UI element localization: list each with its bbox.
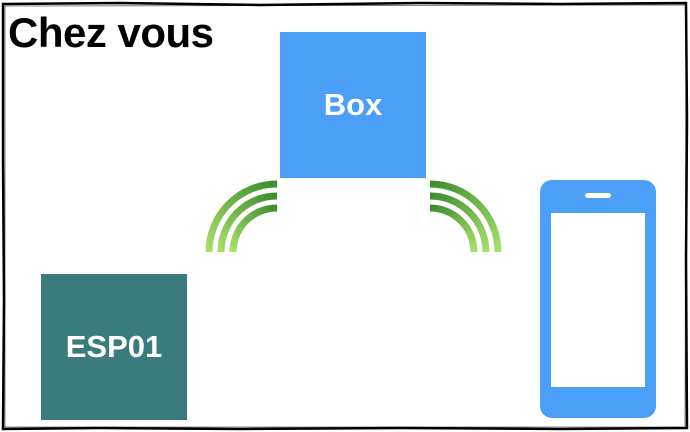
box-router-node: Box — [280, 32, 426, 178]
smartphone-icon — [540, 180, 656, 418]
esp01-label: ESP01 — [65, 329, 163, 364]
diagram-title: Chez vous — [8, 9, 214, 56]
esp01-node: ESP01 — [41, 274, 187, 420]
wifi-signal-left-icon — [205, 180, 278, 253]
wifi-signal-right-icon — [429, 180, 502, 253]
box-label: Box — [323, 87, 383, 122]
